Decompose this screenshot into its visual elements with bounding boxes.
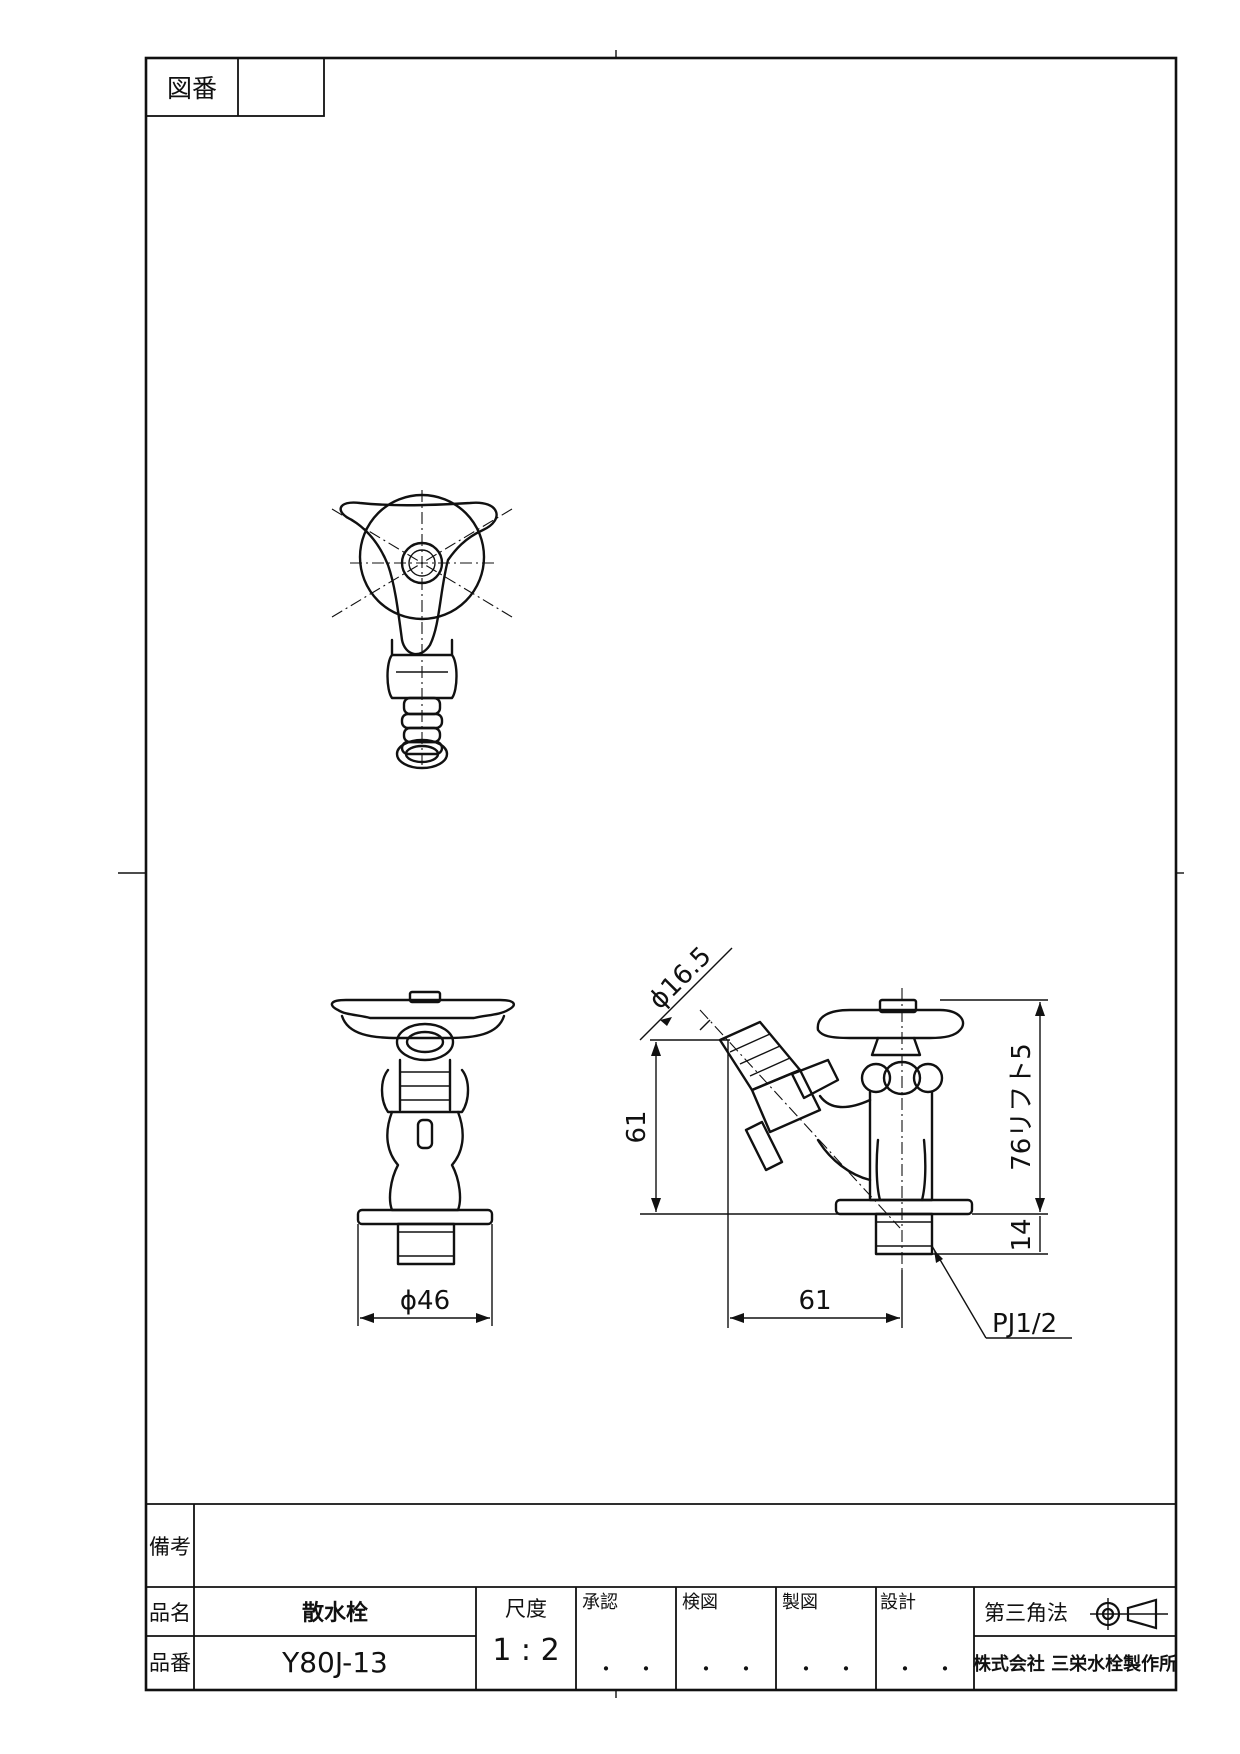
product-number-label: 品番 — [149, 1651, 191, 1675]
dimension-thread-spec: PJ1/2 — [992, 1309, 1057, 1339]
dimension-horizontal-offset: 61 — [798, 1286, 831, 1316]
approval-value-0: ・ ・ — [596, 1657, 656, 1681]
approval-value-2: ・ ・ — [796, 1657, 856, 1681]
third-angle-projection-icon — [1090, 1598, 1168, 1630]
top-view — [331, 490, 513, 770]
approval-label-0: 承認 — [582, 1592, 618, 1613]
product-name: 散水栓 — [302, 1601, 368, 1626]
front-view: ϕ46 — [330, 990, 516, 1326]
approval-label-3: 設計 — [880, 1592, 916, 1613]
approval-label-1: 検図 — [682, 1592, 718, 1613]
projection-label: 第三角法 — [984, 1601, 1068, 1625]
approval-value-3: ・ ・ — [895, 1657, 955, 1681]
product-name-label: 品名 — [149, 1601, 191, 1625]
product-number: Y80J-13 — [281, 1646, 388, 1679]
dimension-hose-diameter: ϕ16.5 — [643, 941, 717, 1015]
company-name: 株式会社 三栄水栓製作所 — [973, 1653, 1177, 1675]
scale-label: 尺度 — [505, 1597, 547, 1621]
remarks-label: 備考 — [149, 1535, 191, 1559]
approval-value-1: ・ ・ — [696, 1657, 756, 1681]
drawing-number-label: 図番 — [167, 74, 217, 103]
dimension-thread-length: 14 — [1007, 1218, 1037, 1251]
dimension-overall-height: 76リフト5 — [1007, 1043, 1037, 1171]
scale-value: 1 : 2 — [492, 1633, 559, 1668]
drawing-frame — [118, 50, 1184, 1698]
dimension-height-left: 61 — [622, 1110, 652, 1143]
dimension-flange-diameter: ϕ46 — [400, 1286, 450, 1316]
side-view: ϕ16.5 61 76リフト5 14 61 PJ1/2 — [622, 941, 1072, 1339]
drawing-number-box: 図番 — [145, 57, 325, 117]
title-block: 備考 品名 散水栓 品番 Y80J-13 尺度 1 : 2 承認 ・ ・ 検図 … — [146, 1503, 1177, 1690]
approval-label-2: 製図 — [782, 1592, 818, 1613]
